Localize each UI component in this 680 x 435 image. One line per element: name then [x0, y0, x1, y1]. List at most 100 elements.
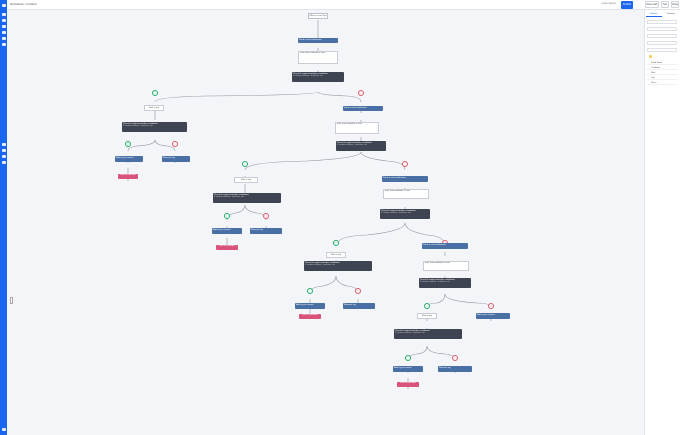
yes-branch-icon — [224, 213, 230, 219]
action-node[interactable]: Send e-mail notification — [422, 243, 468, 249]
tab-settings[interactable]: Settings — [667, 13, 675, 15]
panel-field[interactable] — [647, 27, 677, 31]
panel-field[interactable] — [647, 41, 677, 45]
nav-reports-icon[interactable] — [1, 37, 6, 40]
condition-title: Check if contact matches conditions — [123, 122, 158, 125]
condition-title: Check if contact matches conditions — [337, 141, 372, 144]
condition-subtitle: If contact did/not - matches set — [420, 281, 450, 284]
condition-subtitle: If contact did/not - matches set — [381, 212, 411, 215]
yes-branch-icon — [424, 303, 430, 309]
condition-subtitle: If contact did/not - matches set — [293, 75, 323, 78]
wait-condition-node[interactable]: Wait until condition is met — [335, 122, 379, 134]
trigger-node[interactable]: When a user logs in — [308, 13, 328, 19]
save-draft-button[interactable]: Save draft — [645, 1, 659, 8]
yes-branch-icon — [307, 288, 313, 294]
action-node[interactable]: Send e-mail notification — [298, 38, 338, 43]
condition-title: Check if contact matches conditions — [305, 261, 340, 264]
condition-node[interactable]: Check if contact matches conditions If c… — [213, 193, 281, 203]
end-node[interactable]: End of workflow — [216, 245, 238, 250]
no-branch-icon — [263, 213, 269, 219]
remove-tag-node[interactable]: Remove tag — [250, 228, 282, 234]
end-node[interactable]: End of workflow — [118, 174, 138, 179]
end-node[interactable]: End of workflow — [397, 382, 419, 387]
nav-account-icon[interactable] — [1, 428, 6, 431]
condition-subtitle: If contact did/not - matches set — [214, 196, 244, 199]
nav-integrations-icon[interactable] — [1, 161, 6, 164]
condition-subtitle: If contact did/not - matches set — [337, 144, 367, 147]
nav-help-icon[interactable] — [1, 149, 6, 152]
nav-lists-icon[interactable] — [1, 43, 6, 46]
yes-branch-icon — [405, 355, 411, 361]
panel-item-condition[interactable]: Condition — [647, 66, 677, 70]
breadcrumb[interactable]: Workflows / Untitled — [10, 2, 37, 6]
yes-branch-icon — [333, 240, 339, 246]
condition-node[interactable]: Check if contact matches conditions If c… — [394, 329, 462, 339]
no-branch-icon — [452, 355, 458, 361]
end-node[interactable]: End of workflow — [299, 314, 321, 319]
user-email: support@site — [601, 2, 616, 5]
workflow-canvas[interactable]: When a user logs in Send e-mail notifica… — [7, 10, 644, 435]
action-node[interactable]: Send e-mail notification — [343, 106, 383, 111]
yes-branch-icon — [125, 141, 131, 147]
nav-automation-icon[interactable] — [1, 31, 6, 34]
tab-actions[interactable]: Actions — [646, 11, 662, 17]
wait-node[interactable]: Wait a day — [234, 177, 258, 183]
no-branch-icon — [402, 161, 408, 167]
add-tag-node[interactable]: Add tag to contact — [115, 156, 143, 162]
publish-button[interactable]: Publish — [621, 1, 633, 9]
panel-item-goto[interactable]: Go to — [647, 81, 677, 85]
wait-condition-node[interactable]: Wait until condition is met — [298, 51, 338, 64]
condition-title: Check if contact matches conditions — [293, 72, 328, 75]
nav-settings-icon[interactable] — [1, 143, 6, 146]
condition-node[interactable]: Check if contact matches conditions If c… — [380, 209, 430, 219]
warning-icon — [649, 55, 652, 58]
condition-node[interactable]: Check if contact matches conditions If c… — [336, 141, 386, 151]
action-node[interactable]: Send e-mail notification — [382, 176, 428, 182]
wait-node[interactable]: Wait a day — [326, 252, 346, 258]
condition-title: Check if contact matches conditions — [395, 329, 430, 332]
wait-node[interactable]: Wait a day — [417, 313, 437, 319]
condition-subtitle: If contact did/not - matches set — [395, 332, 425, 335]
panel-item-send-email[interactable]: Send Email — [647, 61, 677, 65]
condition-title: Check if contact matches conditions — [214, 193, 249, 196]
condition-subtitle: If contact did/not - matches set — [123, 125, 153, 128]
add-tag-node[interactable]: Add tag to contact — [393, 366, 423, 372]
remove-tag-node[interactable]: Remove tag — [438, 366, 472, 372]
no-branch-icon — [172, 141, 178, 147]
remove-tag-node[interactable]: Remove tag — [162, 156, 190, 162]
nav-home-icon[interactable] — [1, 13, 6, 16]
nav-apps-icon[interactable] — [1, 155, 6, 158]
wait-condition-node[interactable]: Wait until condition is met — [423, 261, 469, 271]
condition-node[interactable]: Check if contact matches conditions If c… — [419, 278, 471, 288]
zoom-control[interactable] — [10, 297, 13, 304]
condition-node[interactable]: Check if contact matches conditions If c… — [292, 72, 344, 82]
add-tag-node[interactable]: Add tag to contact — [295, 303, 325, 309]
panel-item-tag[interactable]: Tag — [647, 76, 677, 80]
top-bar: Workflows / Untitled support@site Publis… — [7, 0, 680, 10]
right-panel: Actions Settings Send Email Condition Wa… — [644, 10, 680, 435]
wait-condition-node[interactable]: Wait until condition is met — [383, 189, 429, 199]
logo-icon[interactable] — [1, 4, 6, 7]
add-tag-node[interactable]: Add tag to contact — [476, 313, 510, 319]
no-branch-icon — [488, 303, 494, 309]
nav-contacts-icon[interactable] — [1, 19, 6, 22]
yes-branch-icon — [242, 161, 248, 167]
condition-node[interactable]: Check if contact matches conditions If c… — [122, 122, 187, 132]
remove-tag-node[interactable]: Remove tag — [343, 303, 375, 309]
panel-field[interactable] — [647, 48, 677, 52]
condition-node[interactable]: Check if contact matches conditions If c… — [304, 261, 372, 271]
left-navigation-bar — [0, 0, 7, 435]
condition-title: Check if contact matches conditions — [420, 278, 455, 281]
no-branch-icon — [355, 288, 361, 294]
panel-search-input[interactable] — [647, 20, 677, 24]
close-button[interactable]: Close — [671, 1, 679, 8]
panel-field[interactable] — [647, 34, 677, 38]
test-button[interactable]: Test — [661, 1, 669, 8]
nav-campaigns-icon[interactable] — [1, 25, 6, 28]
yes-branch-icon — [152, 90, 158, 96]
no-branch-icon — [358, 90, 364, 96]
add-tag-node[interactable]: Add tag to contact — [212, 228, 242, 234]
wait-node[interactable]: Wait a day — [144, 105, 164, 111]
panel-item-wait[interactable]: Wait — [647, 71, 677, 75]
